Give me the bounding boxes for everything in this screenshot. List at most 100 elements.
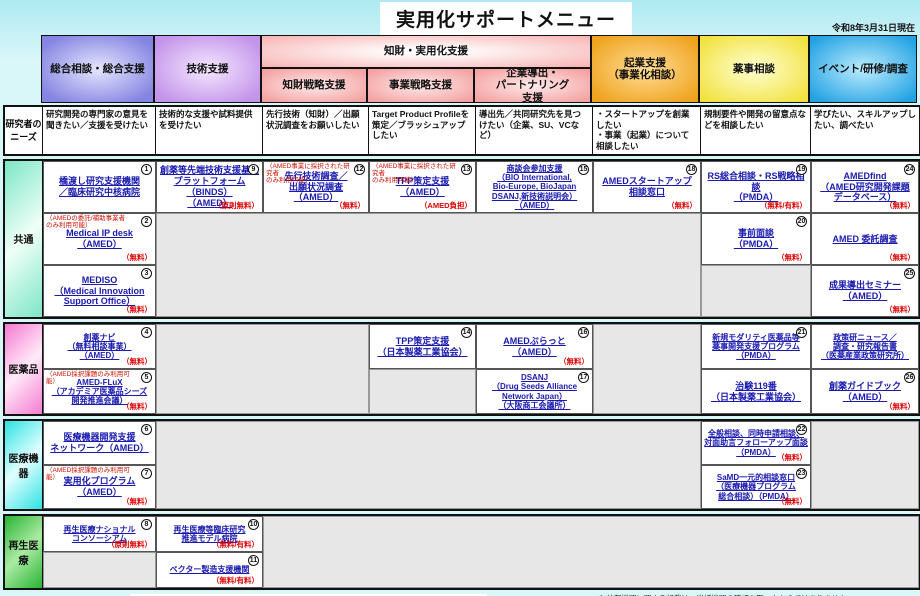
menu-cell: 22 全般相談、同時申請相談、 対面助言フォローアップ面談 （PMDA） （無料…	[701, 420, 811, 465]
fee-note: （無料）	[667, 200, 697, 210]
program-link[interactable]: TPP策定支援 （日本製薬工業協会）	[377, 335, 468, 357]
col-header-events: イベント/研修/調査	[809, 35, 917, 103]
program-link[interactable]: MEDISO （Medical Innovation Support Offic…	[54, 274, 145, 307]
fee-note: （無料）	[777, 252, 807, 262]
band-drug: 医薬品 4 創薬ナビ （無料相談事業） （AMED） （無料） 5 （AMED採…	[3, 321, 920, 416]
page-title: 実用化サポートメニュー	[380, 2, 633, 35]
program-link[interactable]: 成果導出セミナー （AMED）	[828, 280, 901, 301]
program-link[interactable]: 医療機器開発支援 ネットワーク（AMED）	[50, 432, 149, 453]
item-number: 21	[796, 326, 807, 338]
program-link[interactable]: 実用化プログラム （AMED）	[63, 476, 136, 497]
menu-cell: AMED 委託調査 （無料）	[811, 212, 919, 265]
menu-cell: 4 創薬ナビ （無料相談事業） （AMED） （無料）	[43, 323, 156, 369]
band-common: 共通 1 橋渡し研究支援機関 ／臨床研究中核病院 2 （AMEDの委託/補助事業…	[3, 158, 920, 319]
program-link[interactable]: AMED-FLuX （アカデミア医薬品シーズ 開発推進会議）	[51, 377, 148, 406]
item-number: 4	[141, 326, 152, 338]
col-header-startup: 起業支援 （事業化相談）	[591, 35, 699, 103]
fee-note: （原則無料）	[107, 539, 152, 549]
item-number: 17	[578, 371, 589, 383]
menu-cell: 17 DSANJ （Drug Seeds Alliance Network Ja…	[476, 368, 593, 414]
program-link[interactable]: 政策研ニュース／ 調査・研究報告書 （医薬産業政策研究所）	[821, 332, 909, 361]
program-link[interactable]: Medical IP desk （AMED）	[66, 228, 133, 249]
item-number: 13	[461, 163, 472, 175]
fee-note: （無料）	[885, 304, 915, 314]
need-partnering: 導出先／共同研究先を見つけたい（企業、SU、VCなど）	[476, 107, 593, 154]
fee-note: （無料）	[777, 496, 807, 506]
fee-note: （無料）	[885, 252, 915, 262]
program-link[interactable]: AMEDぷらっと （AMED）	[503, 335, 566, 357]
program-link[interactable]: AMEDスタートアップ 相談窓口	[602, 176, 692, 197]
item-number: 20	[796, 215, 807, 227]
program-link[interactable]: 事前面談 （PMDA）	[733, 228, 779, 249]
program-link[interactable]: 治験119番 （日本製薬工業協会）	[710, 380, 801, 402]
program-link[interactable]: 新規モダリティ医薬品等 薬事開発支援プログラム （PMDA）	[712, 332, 800, 361]
need-gijutsu: 技術的な支援や試料提供を受けたい	[156, 107, 263, 154]
fee-note: （無料）	[122, 401, 152, 411]
need-tpp: Target Product Profileを策定／ブラッシュアップしたい	[369, 107, 476, 154]
item-number: 12	[354, 163, 365, 175]
menu-cell: 治験119番 （日本製薬工業協会）	[701, 368, 811, 414]
fee-note: （無料）	[122, 356, 152, 366]
menu-cell: 24 AMEDfind （AMED研究開発課題 データベース） （無料）	[811, 160, 919, 213]
program-link[interactable]: DSANJ （Drug Seeds Alliance Network Japan…	[491, 373, 578, 410]
item-number: 26	[904, 371, 915, 383]
fee-note: （無料）	[777, 452, 807, 462]
fee-note: （AMED負担）	[419, 200, 472, 210]
item-number: 16	[578, 326, 589, 338]
fee-note: （無料/有料）	[211, 575, 259, 585]
program-link[interactable]: 創薬等先端技術支援基盤 プラットフォーム（BINDS） （AMED）	[159, 165, 259, 208]
program-link[interactable]: 創薬ガイドブック （AMED）	[828, 380, 901, 402]
program-link[interactable]: SaMD一元的相談窓口 （医療機器プログラム 総合相談）（PMDA）	[716, 473, 796, 501]
program-link[interactable]: TPP策定支援 （AMED）	[395, 176, 450, 197]
menu-cell: 10 再生医療等臨床研究 推進モデル病院 （無料/有料）	[156, 515, 263, 552]
row-label-drug: 医薬品	[5, 323, 43, 414]
menu-cell: 15 商談会参加支援 （BIO International, Bio-Europ…	[476, 160, 593, 213]
menu-cell: 5 （AMED採択課題のみ利用可能） AMED-FLuX （アカデミア医薬品シー…	[43, 368, 156, 414]
item-number: 14	[461, 326, 472, 338]
menu-cell: 政策研ニュース／ 調査・研究報告書 （医薬産業政策研究所）	[811, 323, 919, 369]
menu-cell: 9 創薬等先端技術支援基盤 プラットフォーム（BINDS） （AMED） （原則…	[156, 160, 263, 213]
menu-cell: 21 新規モダリティ医薬品等 薬事開発支援プログラム （PMDA）	[701, 323, 811, 369]
program-link[interactable]: 再生医療ナショナル コンソーシアム	[63, 524, 136, 543]
program-link[interactable]: ベクター製造支援機関	[169, 565, 250, 575]
fee-note: （無料）	[559, 356, 589, 366]
menu-cell: 2 （AMEDの委託/補助事業者 のみ利用可能） Medical IP desk…	[43, 212, 156, 265]
empty-cell	[156, 212, 701, 317]
need-startup: ・スタートアップを創業したい ・事業（起業）について相談したい	[593, 107, 701, 154]
menu-cell: 13 （AMED事業に採択された研究者 のみ利用可能） TPP策定支援 （AME…	[369, 160, 476, 213]
program-link[interactable]: AMEDfind （AMED研究開発課題 データベース）	[820, 170, 910, 203]
item-number: 23	[796, 467, 807, 479]
fee-note: （無料）	[885, 401, 915, 411]
amed-pages-link[interactable]: ※ 国立研究開発法人日本医療研究開発機構（AMED）の各事業ページはこちらから	[130, 593, 488, 596]
menu-cell: 8 再生医療ナショナル コンソーシアム （原則無料）	[43, 515, 156, 552]
eligibility-note: （AMEDの委託/補助事業者 のみ利用可能）	[46, 214, 126, 229]
empty-cell	[156, 420, 701, 509]
eligibility-note: （AMED事業に採択された研究者 のみ利用可能）	[266, 162, 350, 184]
need-chizai: 先行技術（知財）／出願状況調査をお願いしたい	[263, 107, 369, 154]
program-link[interactable]: RS総合相談・RS戦略相談 （PMDA）	[707, 170, 805, 203]
menu-cell: 20 事前面談 （PMDA） （無料）	[701, 212, 811, 265]
item-number: 22	[796, 423, 807, 435]
program-link[interactable]: AMED 委託調査	[832, 233, 898, 244]
program-link[interactable]: 再生医療等臨床研究 推進モデル病院	[173, 524, 246, 543]
band-regen: 再生医療 8 再生医療ナショナル コンソーシアム （原則無料） 10 再生医療等…	[3, 513, 920, 590]
fee-note: （無料）	[122, 252, 152, 262]
menu-cell: 23 SaMD一元的相談窓口 （医療機器プログラム 総合相談）（PMDA） （無…	[701, 464, 811, 509]
column-header-band: 総合相談・総合支援 技術支援 知財・実用化支援 知財戦略支援 事業戦略支援 企業…	[41, 35, 920, 104]
program-link[interactable]: 先行技術調査／ 出願状況調査 （AMED）	[284, 170, 348, 203]
empty-cell	[811, 420, 919, 509]
program-link[interactable]: 商談会参加支援 （BIO International, Bio-Europe, …	[491, 164, 578, 210]
empty-cell	[593, 323, 701, 414]
program-link[interactable]: 橋渡し研究支援機関 ／臨床研究中核病院	[58, 176, 140, 197]
empty-cell	[43, 551, 156, 588]
program-link[interactable]: 全般相談、同時申請相談、 対面助言フォローアップ面談 （PMDA）	[704, 429, 808, 457]
item-number: 7	[141, 467, 152, 479]
empty-cell	[263, 515, 919, 588]
band-device: 医療機器 6 医療機器開発支援 ネットワーク（AMED） 7 （AMED採択課題…	[3, 418, 920, 511]
eligibility-note: （AMED事業に採択された研究者 のみ利用可能）	[372, 162, 456, 184]
empty-cell	[156, 323, 369, 414]
item-number: 24	[904, 163, 915, 175]
col-header-business-strategy: 事業戦略支援	[367, 68, 474, 103]
program-link[interactable]: 創薬ナビ （無料相談事業） （AMED）	[67, 332, 132, 361]
col-header-chizai-strategy: 知財戦略支援	[261, 68, 367, 103]
